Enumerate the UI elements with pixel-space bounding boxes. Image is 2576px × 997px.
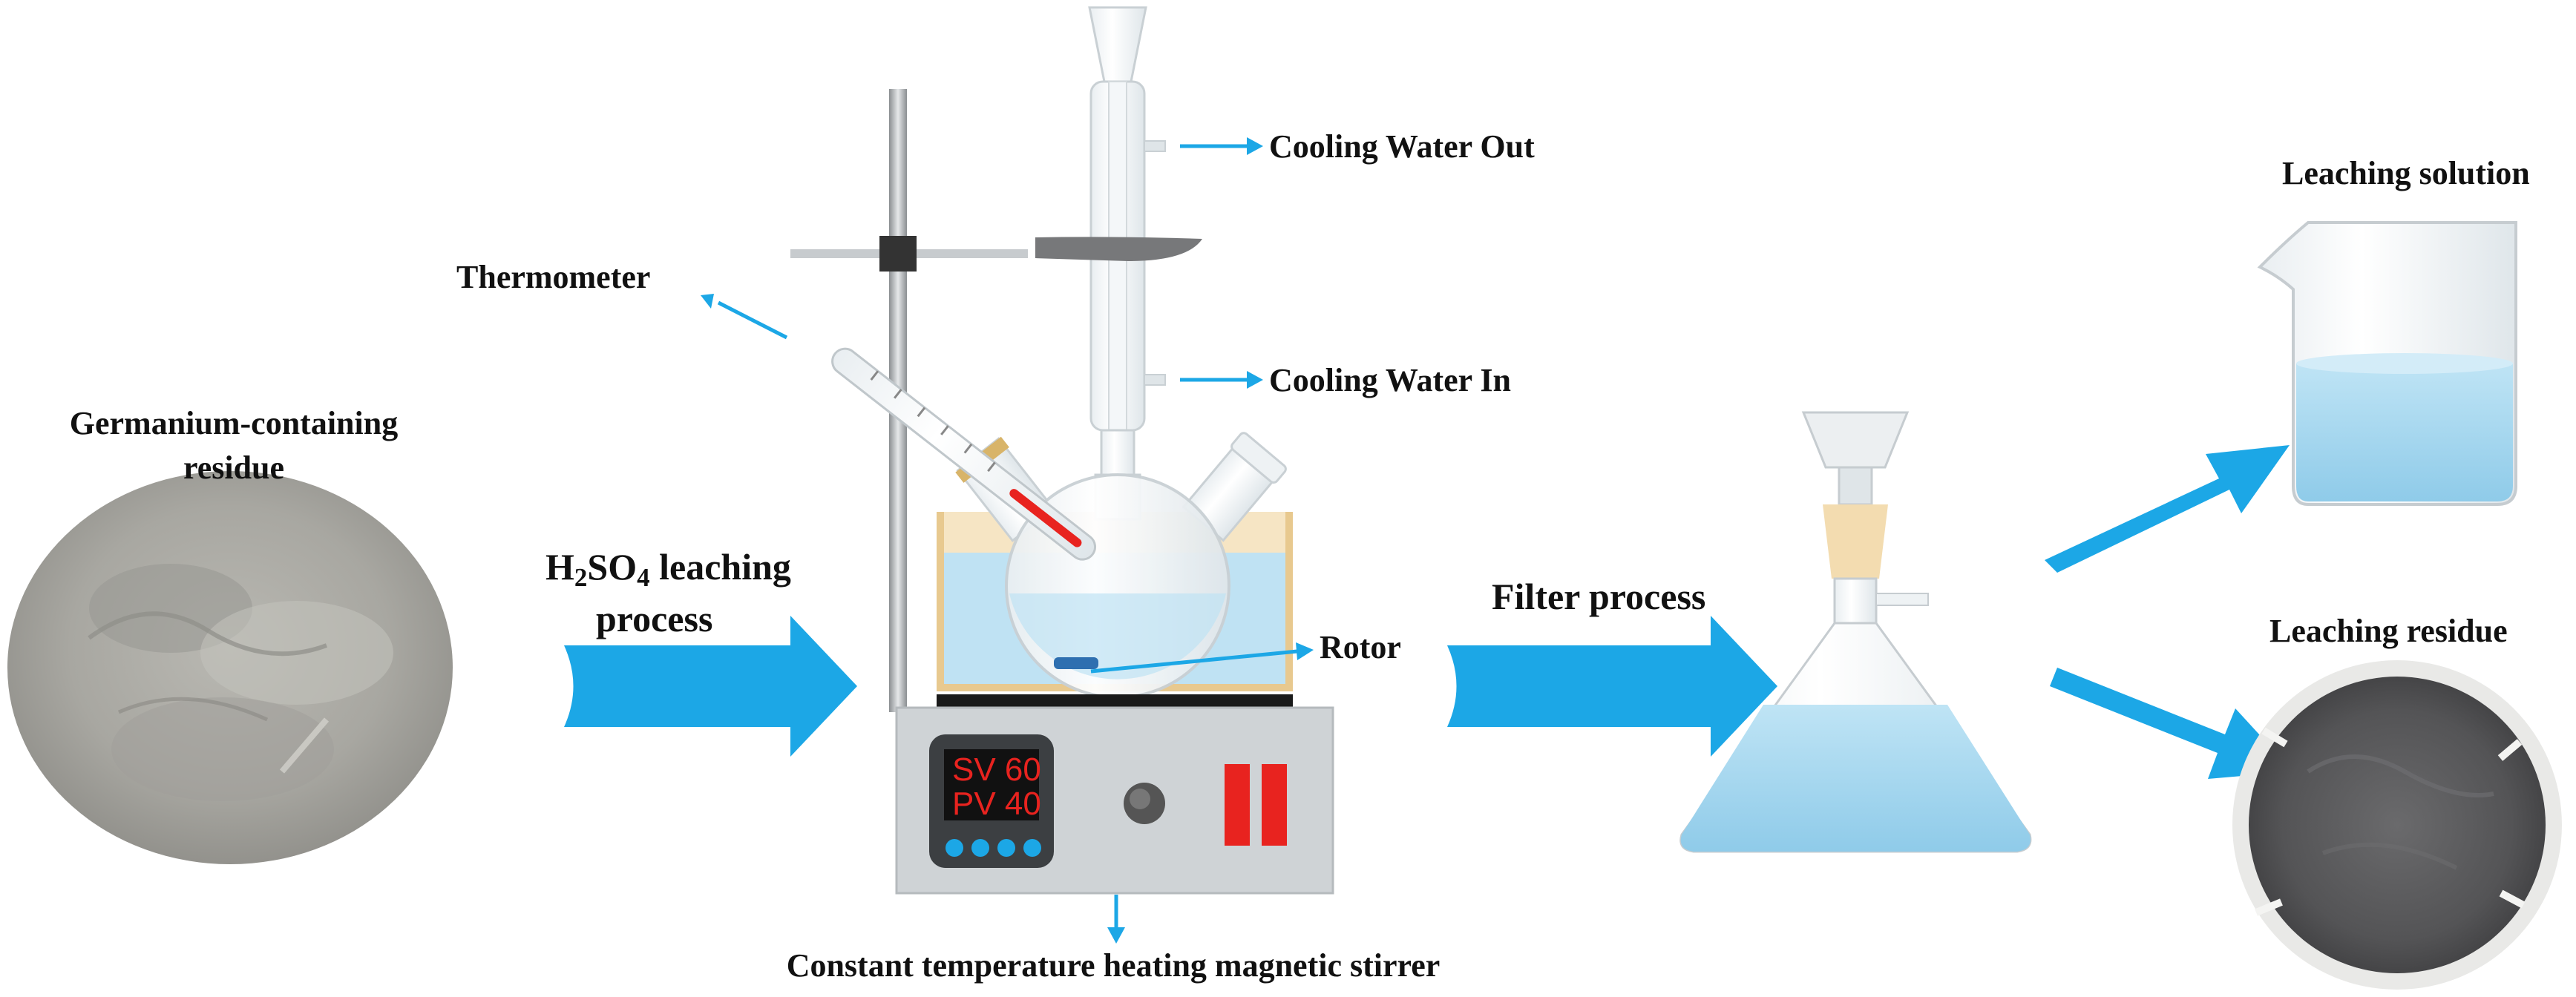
residue-label-line2: residue — [183, 450, 285, 486]
display-sv: SV 60 — [952, 751, 1041, 788]
leach-sub-4: 4 — [637, 562, 650, 592]
cooling-water-in-label: Cooling Water In — [1269, 362, 1511, 398]
flow-arrow-filter — [1447, 616, 1777, 757]
flow-arrow-to-residue — [2050, 668, 2293, 779]
stirrer-label: Constant temperature heating magnetic st… — [786, 947, 1441, 984]
pointer-arrows — [701, 137, 1314, 944]
filter-process-label: Filter process — [1492, 576, 1706, 617]
filter-flask — [1679, 411, 2032, 853]
leaching-solution-label: Leaching solution — [2282, 155, 2530, 191]
thermometer-label: Thermometer — [456, 259, 651, 295]
rotor-label: Rotor — [1320, 629, 1401, 665]
flow-arrow-to-solution — [2045, 445, 2290, 573]
flow-arrow-leaching — [564, 616, 857, 757]
condenser — [1035, 6, 1202, 498]
thermometer — [831, 347, 1097, 561]
cooling-water-out-label: Cooling Water Out — [1269, 128, 1535, 165]
leach-h: H — [545, 546, 574, 588]
magnetic-stirrer — [895, 694, 1334, 895]
leaching-process-label: H2SO4 leaching — [545, 545, 791, 593]
beaker-leaching-solution — [2257, 221, 2517, 506]
display-pv: PV 40 — [952, 786, 1041, 822]
leach-sub-2: 2 — [574, 562, 588, 592]
residue-label-line1: Germanium-containing — [69, 405, 399, 441]
leaching-process-label-line2: process — [596, 598, 713, 639]
germanium-residue-powder-image — [7, 471, 453, 864]
leach-so: SO — [587, 546, 638, 588]
leaching-residue-image — [2232, 660, 2562, 990]
leaching-residue-label: Leaching residue — [2269, 613, 2508, 649]
leach-rest: leaching — [649, 546, 791, 588]
